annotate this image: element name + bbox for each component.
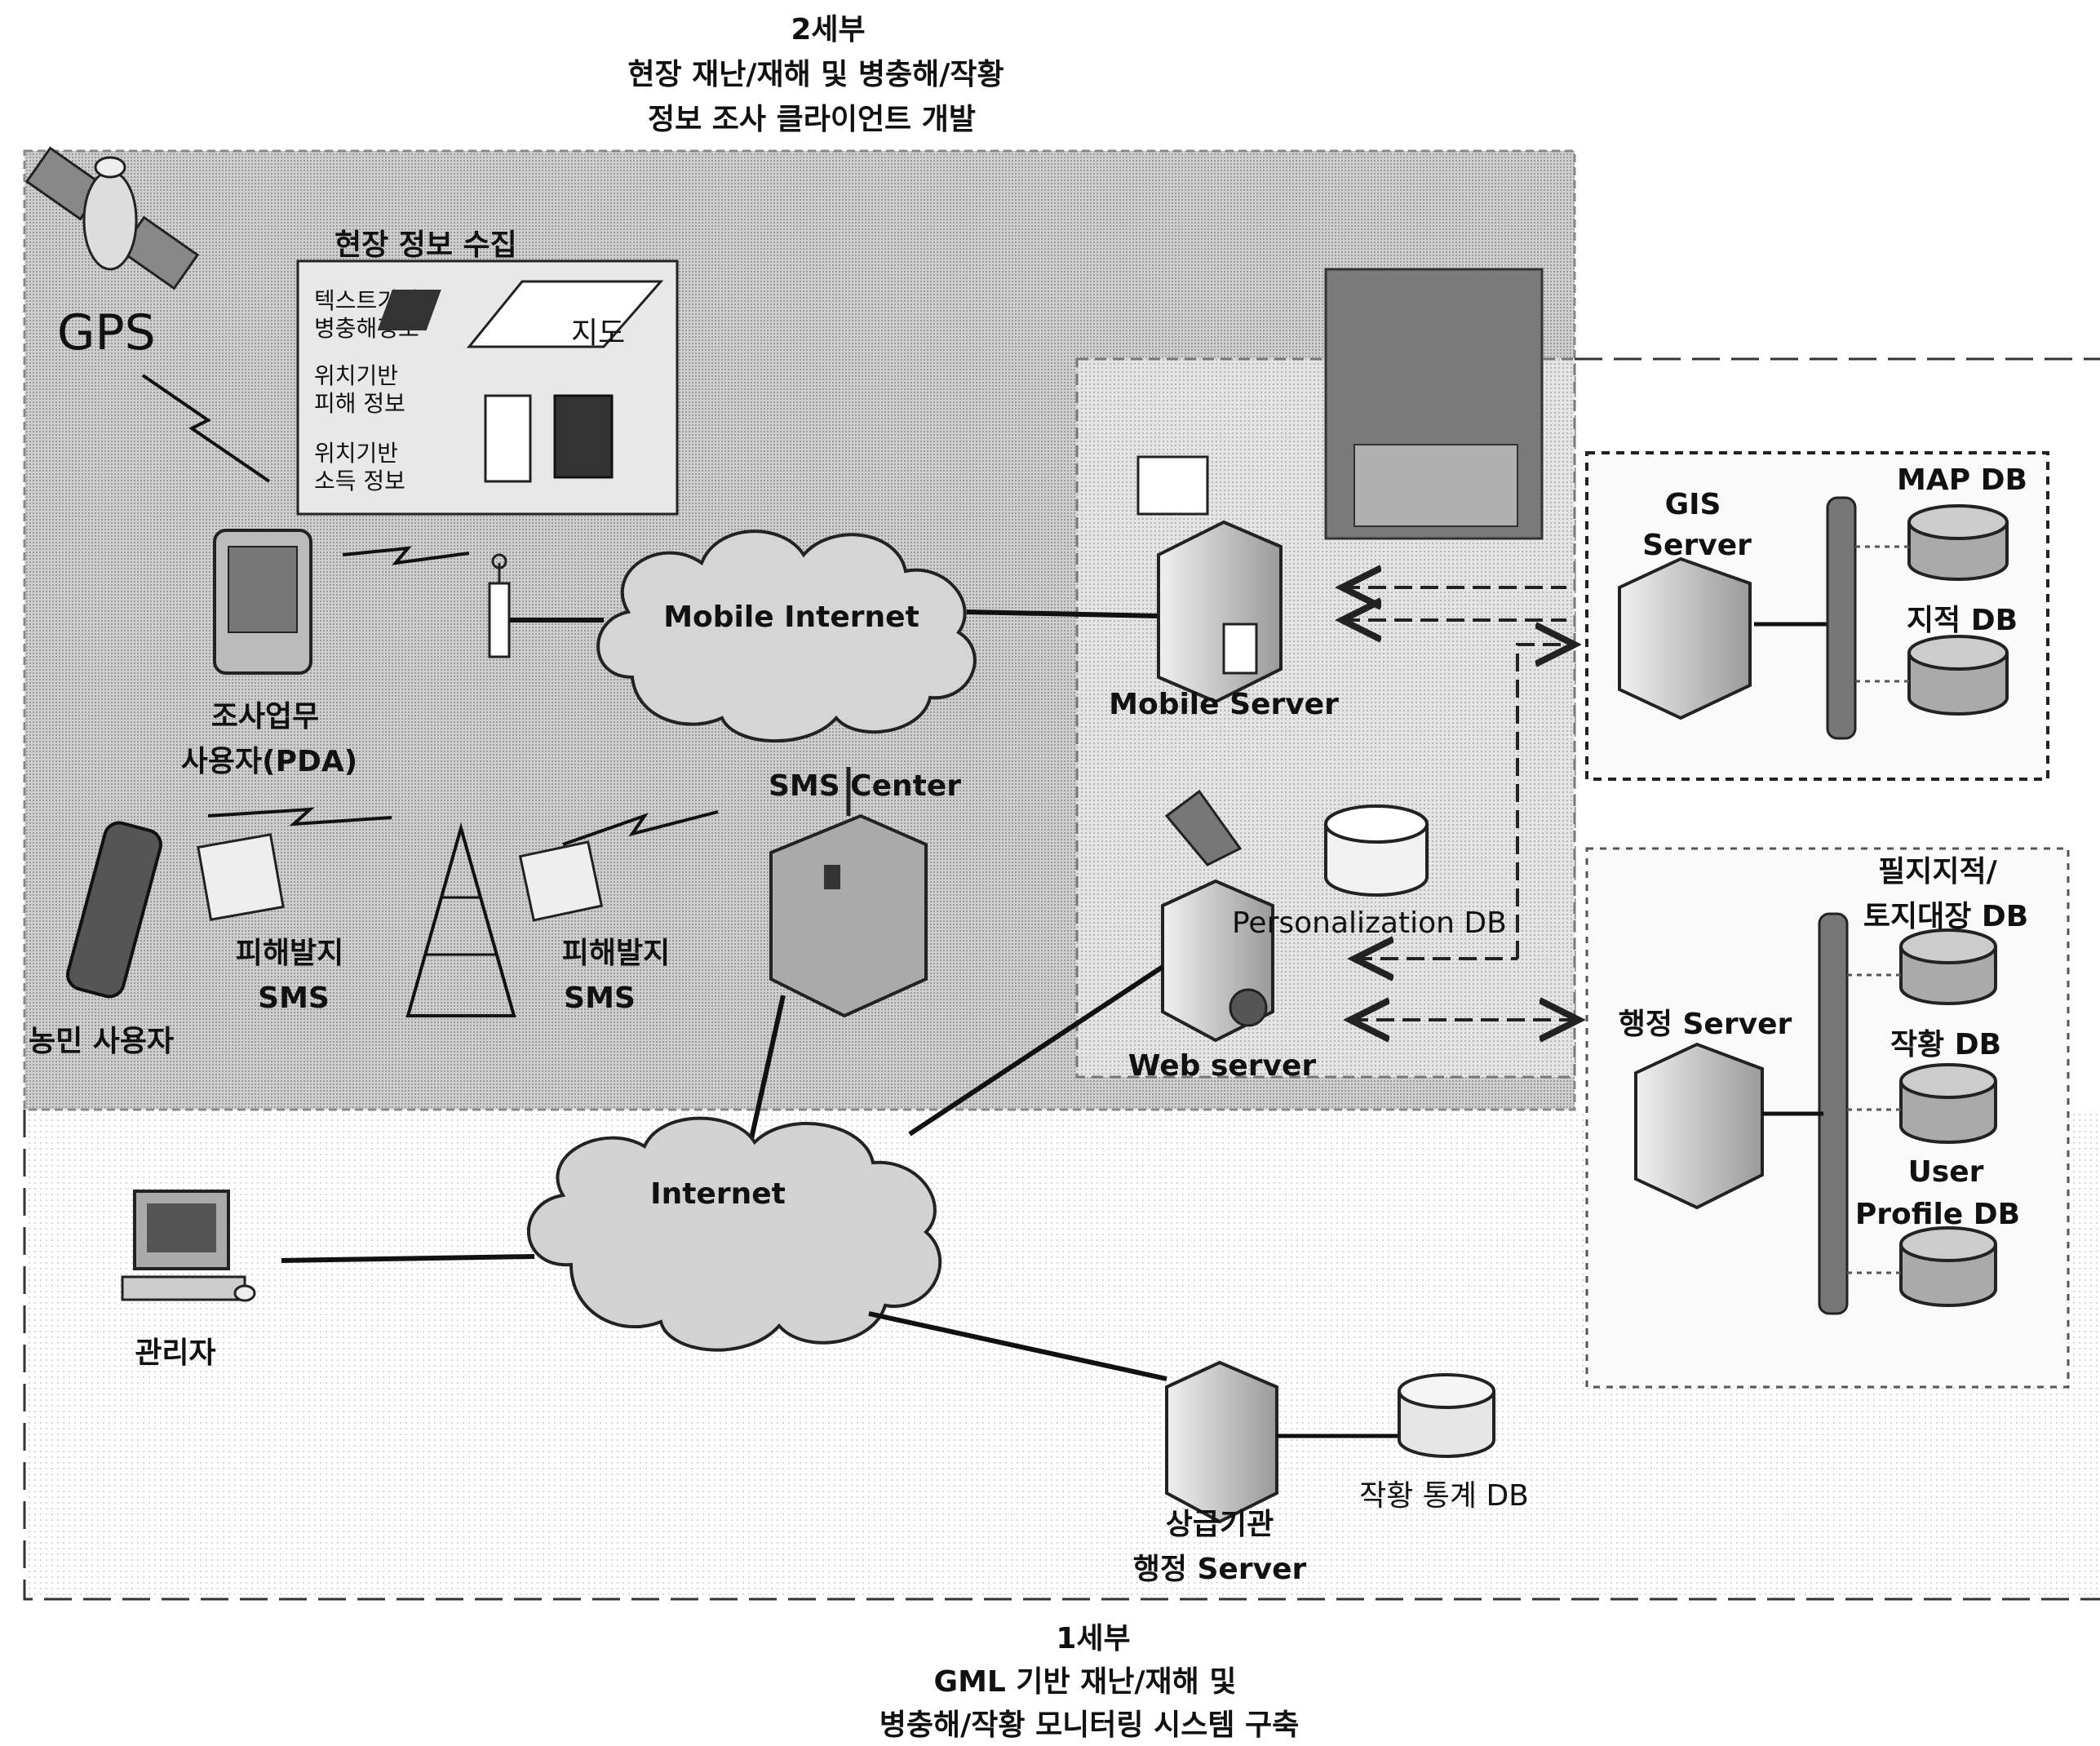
sms-right-line2: SMS: [564, 982, 636, 1015]
parcel-db-line2: 토지대장 DB: [1863, 900, 2028, 933]
top-caption-line2: 현장 재난/재해 및 병충해/작황: [627, 58, 1003, 91]
user-profile-db-line1: User: [1908, 1155, 1984, 1189]
field-info-item3-line2: 소득 정보: [314, 468, 405, 494]
mobile-internet-label: Mobile Internet: [663, 600, 919, 634]
user-profile-db-line2: Profile DB: [1855, 1198, 2020, 1231]
mobile-server-label: Mobile Server: [1109, 688, 1339, 721]
bottom-caption-line1: 1세부: [1056, 1622, 1130, 1655]
farmer-label: 농민 사용자: [29, 1025, 174, 1058]
admin-server-label: 행정 Server: [1619, 1008, 1792, 1041]
gps-label: GPS: [57, 304, 156, 361]
admin-server-icon: [1636, 1044, 1762, 1208]
sms-left-line2: SMS: [258, 982, 330, 1015]
cadastral-db-icon: [1909, 636, 2007, 714]
cadastral-db-label: 지적 DB: [1907, 604, 2018, 637]
top-caption-line3: 정보 조사 클라이언트 개발: [648, 103, 976, 136]
gis-bus-bar: [1828, 498, 1855, 738]
bottom-caption-line3: 병충해/작황 모니터링 시스템 구축: [879, 1708, 1299, 1742]
mobile-server-icon: [1159, 522, 1281, 702]
map-db-icon: [1909, 506, 2007, 579]
photo-icon-white: [485, 396, 530, 481]
sms-center-label: SMS Center: [769, 769, 961, 803]
internet-label: Internet: [650, 1177, 786, 1211]
parcel-db-icon: [1901, 930, 1996, 1004]
field-info-item3-line1: 위치기반: [314, 440, 398, 467]
personalization-db-label: Personalization DB: [1232, 906, 1507, 940]
stats-db-icon: [1399, 1375, 1494, 1456]
parcel-db-line1: 필지지적/: [1878, 855, 1997, 889]
user-profile-db-icon: [1901, 1228, 1996, 1305]
upper-agency-line1: 상급기관: [1166, 1508, 1274, 1541]
photo-icon-dark: [555, 396, 612, 477]
mobile-server-badge-icon: [1138, 457, 1207, 514]
gis-server-line2: Server: [1642, 529, 1752, 562]
satellite-image-inner: [1354, 445, 1517, 526]
sms-right-line1: 피해발지: [562, 937, 670, 970]
field-info-item2-line2: 피해 정보: [314, 390, 405, 417]
bottom-caption-line2: GML 기반 재난/재해 및: [934, 1665, 1237, 1699]
crop-db-label: 작황 DB: [1890, 1028, 2001, 1061]
top-caption-line1: 2세부: [791, 13, 865, 47]
upper-agency-line2: 행정 Server: [1133, 1553, 1307, 1586]
field-info-title: 현장 정보 수집: [334, 228, 517, 262]
pda-user-line1: 조사업무: [211, 700, 319, 733]
pda-device-icon: [215, 530, 311, 673]
gis-server-line1: GIS: [1665, 488, 1721, 521]
sms-note-right-icon: [521, 842, 602, 920]
sms-note-left-icon: [198, 835, 283, 920]
upper-agency-server-icon: [1167, 1363, 1277, 1522]
pda-user-line2: 사용자(PDA): [181, 745, 357, 778]
crop-db-icon: [1901, 1065, 1996, 1142]
stats-db-label: 작황 통계 DB: [1359, 1479, 1529, 1513]
map-db-label: MAP DB: [1897, 463, 2027, 497]
field-info-item2-line1: 위치기반: [314, 362, 398, 389]
personalization-db-icon: [1326, 806, 1427, 895]
gis-server-icon: [1619, 559, 1750, 718]
admin-bus-bar: [1819, 914, 1847, 1314]
admin-label: 관리자: [135, 1336, 215, 1370]
map-label: 지도: [571, 317, 625, 350]
web-server-label: Web server: [1128, 1049, 1317, 1083]
sms-left-line1: 피해발지: [236, 937, 343, 970]
